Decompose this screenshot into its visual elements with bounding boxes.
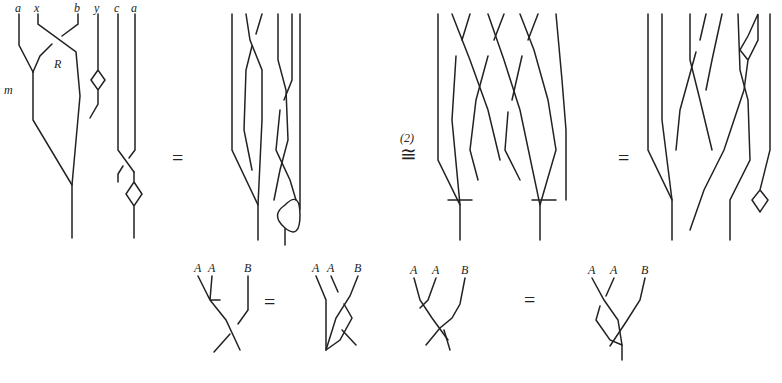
- strand-label: B: [354, 262, 361, 274]
- strand: [118, 14, 134, 172]
- strand-label: A: [610, 264, 617, 276]
- strand: [592, 278, 622, 360]
- strand-label: A: [327, 262, 334, 274]
- strand: [246, 14, 262, 205]
- strand: [610, 278, 645, 346]
- relation-sign: =: [172, 148, 183, 168]
- strand: [706, 14, 722, 90]
- strand: [448, 199, 556, 201]
- strand: [244, 14, 262, 170]
- strand-label: A: [432, 264, 439, 276]
- strand-label: B: [641, 264, 648, 276]
- relation-sign: ≅: [400, 144, 417, 164]
- strand-label: B: [461, 264, 468, 276]
- strand: [414, 278, 448, 340]
- strand-label: A: [208, 262, 215, 274]
- strand-label: x: [34, 2, 39, 14]
- strand: [118, 14, 135, 182]
- strand-label: A: [588, 264, 595, 276]
- strand: [452, 14, 470, 205]
- strand: [33, 72, 72, 238]
- strand: [278, 14, 301, 245]
- strand: [316, 276, 352, 350]
- strand-label: B: [244, 262, 251, 274]
- strand: [126, 172, 142, 238]
- strand: [520, 14, 556, 205]
- strand: [730, 14, 750, 240]
- strand: [505, 14, 538, 180]
- strand-label: A: [194, 262, 201, 274]
- strand-label: a: [15, 2, 21, 14]
- strand: [276, 14, 296, 200]
- strand-label: A: [410, 264, 417, 276]
- relation-sign: =: [264, 292, 275, 312]
- strand-label: m: [4, 84, 13, 96]
- strand-label: c: [114, 2, 119, 14]
- strand: [342, 330, 356, 345]
- strand: [676, 14, 706, 150]
- strand: [198, 276, 240, 350]
- strand: [438, 14, 460, 240]
- strand: [470, 14, 504, 180]
- strand: [19, 14, 33, 72]
- strand-label: (2): [400, 132, 414, 144]
- strand-label: y: [94, 2, 99, 14]
- strand: [648, 14, 672, 240]
- strand-label: a: [131, 2, 137, 14]
- strand: [38, 14, 80, 185]
- strand: [662, 14, 672, 200]
- strand: [33, 14, 78, 72]
- strand-label: b: [74, 2, 80, 14]
- strand: [452, 14, 500, 160]
- strand: [690, 14, 758, 230]
- strand: [752, 14, 770, 212]
- strand: [488, 14, 540, 240]
- strand: [444, 330, 450, 350]
- relation-sign: =: [524, 290, 535, 310]
- strand: [556, 14, 566, 200]
- strand: [326, 276, 358, 350]
- strand-label: A: [312, 262, 319, 274]
- strand-label: R: [54, 58, 61, 70]
- strand: [214, 276, 248, 352]
- relation-sign: =: [618, 148, 629, 168]
- strand: [232, 14, 258, 240]
- strand: [90, 14, 105, 118]
